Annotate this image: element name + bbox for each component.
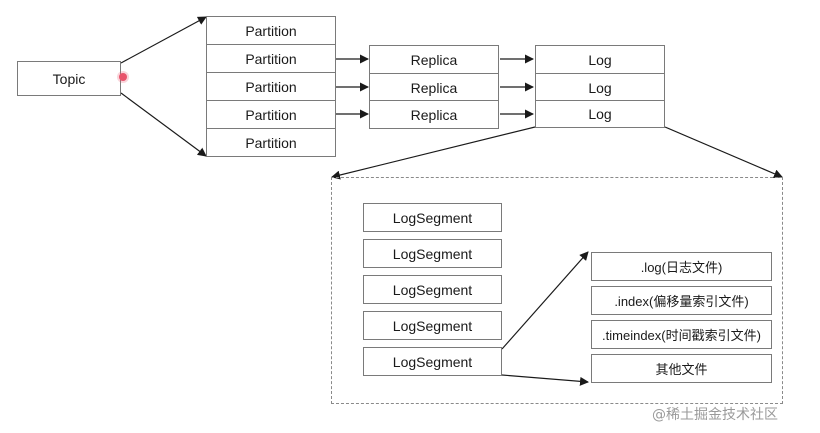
file-box-index: .index(偏移量索引文件) <box>591 286 772 315</box>
replica-box: Replica <box>369 73 499 102</box>
arrow-topic-to-partition-bottom <box>120 92 207 157</box>
arrow-log-to-detail-left <box>331 126 536 180</box>
log-segment-box: LogSegment <box>363 347 502 376</box>
file-label: .index(偏移量索引文件) <box>614 294 749 309</box>
watermark: @稀土掘金技术社区 <box>652 407 778 423</box>
partition-box: Partition <box>206 16 336 45</box>
cursor-marker <box>119 73 127 81</box>
replica-label: Replica <box>410 106 458 123</box>
file-box-other: 其他文件 <box>591 354 772 383</box>
replica-box: Replica <box>369 100 499 129</box>
log-segment-box: LogSegment <box>363 311 502 340</box>
partition-box: Partition <box>206 128 336 157</box>
partition-label: Partition <box>245 22 297 39</box>
partition-box: Partition <box>206 100 336 129</box>
replica-box: Replica <box>369 45 499 74</box>
topic-box: Topic <box>17 61 121 96</box>
log-box: Log <box>535 45 665 74</box>
replica-label: Replica <box>410 79 458 96</box>
partition-box: Partition <box>206 72 336 101</box>
log-box: Log <box>535 73 665 102</box>
partition-label: Partition <box>245 106 297 123</box>
arrow-segment-to-other-files <box>501 374 589 386</box>
log-segment-box: LogSegment <box>363 239 502 268</box>
log-label: Log <box>588 51 612 68</box>
log-box: Log <box>535 100 665 128</box>
partition-label: Partition <box>245 78 297 95</box>
log-detail-frame <box>331 177 783 404</box>
log-label: Log <box>588 79 612 96</box>
log-segment-label: LogSegment <box>392 281 473 298</box>
file-label: 其他文件 <box>655 362 708 377</box>
topic-label: Topic <box>52 70 86 87</box>
partition-label: Partition <box>245 50 297 67</box>
log-segment-box: LogSegment <box>363 275 502 304</box>
partition-label: Partition <box>245 134 297 151</box>
log-segment-label: LogSegment <box>392 317 473 334</box>
arrow-log-to-detail-right <box>664 126 783 178</box>
log-segment-box: LogSegment <box>363 203 502 232</box>
log-segment-label: LogSegment <box>392 209 473 226</box>
file-box-log: .log(日志文件) <box>591 252 772 281</box>
log-label: Log <box>588 106 612 122</box>
log-segment-label: LogSegment <box>392 353 473 370</box>
file-label: .log(日志文件) <box>640 260 723 275</box>
file-label: .timeindex(时间戳索引文件) <box>602 328 761 343</box>
arrow-segment-to-log-file <box>501 251 589 350</box>
replica-label: Replica <box>410 51 458 68</box>
arrow-topic-to-partition-top <box>120 16 207 64</box>
partition-box: Partition <box>206 44 336 73</box>
log-segment-label: LogSegment <box>392 245 473 262</box>
file-box-timeindex: .timeindex(时间戳索引文件) <box>591 320 772 349</box>
